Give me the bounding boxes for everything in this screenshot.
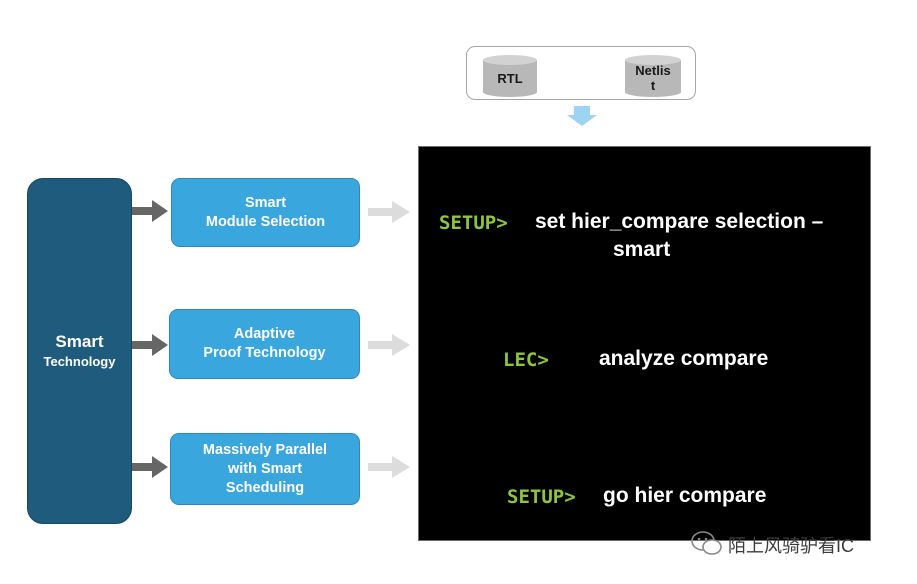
rtl-label: RTL: [497, 71, 523, 86]
setup-prompt: SETUP>: [439, 212, 508, 234]
smart-technology-block: Smart Technology: [27, 178, 132, 524]
netlist-database: Netlis t: [624, 54, 682, 98]
smart-technology-subtitle: Technology: [43, 354, 116, 369]
smart-technology-title: Smart: [55, 332, 104, 351]
netlist-label: Netlis t: [635, 63, 671, 93]
database-icon: [483, 55, 537, 97]
wechat-icon: [691, 531, 722, 555]
arrow-right-icon: [368, 334, 410, 356]
watermark-text: 陌上风骑驴看IC: [728, 536, 854, 556]
setup-prompt: SETUP>: [507, 486, 576, 508]
command-text: analyze compare: [599, 347, 769, 370]
feature-box-parallel-scheduling: Massively Parallel with Smart Scheduling: [170, 433, 360, 505]
arrow-right-icon: [368, 201, 410, 223]
lec-prompt: LEC>: [503, 349, 549, 371]
feature-label: Massively Parallel with Smart Scheduling: [202, 441, 328, 496]
command-text: go hier compare: [603, 484, 767, 507]
rtl-database: RTL: [482, 54, 538, 98]
database-icon: [625, 55, 681, 97]
feature-box-module-selection: Smart Module Selection: [171, 178, 360, 247]
command-continuation: smart: [613, 238, 671, 261]
arrow-right-icon: [132, 334, 168, 356]
command-text: set hier_compare selection –: [535, 210, 824, 233]
arrow-right-icon: [132, 200, 168, 222]
arrow-right-icon: [368, 456, 410, 478]
feature-label: Smart Module Selection: [205, 194, 326, 230]
feature-label: Adaptive Proof Technology: [203, 326, 326, 361]
terminal-panel: SETUP> set hier_compare selection – smar…: [418, 146, 871, 541]
down-arrow-icon: [567, 106, 597, 126]
feature-box-adaptive-proof: Adaptive Proof Technology: [169, 309, 360, 379]
arrow-right-icon: [132, 456, 168, 478]
